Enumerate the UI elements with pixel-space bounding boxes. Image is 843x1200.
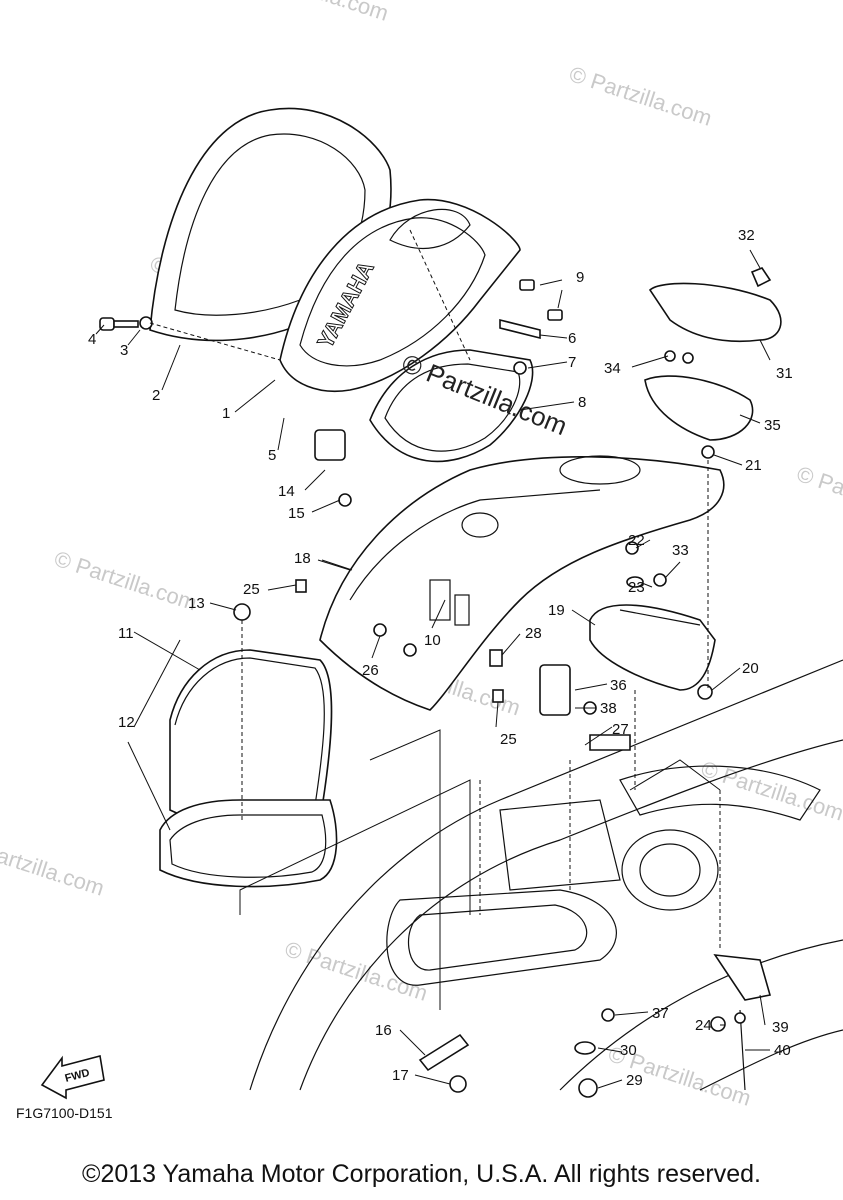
seal [369,349,534,463]
callout-25a: 25 [243,581,260,598]
callout-13: 13 [188,595,205,612]
callout-40: 40 [774,1042,791,1059]
watermark-6: © Partzilla.com [51,546,200,616]
callout-5: 5 [268,447,276,464]
leader-lines [95,249,771,1089]
callout-10: 10 [424,632,441,649]
hull-body [249,659,843,1091]
deck-cover: YAMAHA [279,198,521,392]
callout-30: 30 [620,1042,637,1059]
fastener-13-icon [233,603,251,621]
callout-31: 31 [776,365,793,382]
rear-cover [644,282,782,441]
callout-15: 15 [288,505,305,522]
callout-18: 18 [294,550,311,567]
watermark-5: © Partzilla.com [794,461,843,531]
callout-34: 34 [604,360,621,377]
callout-16: 16 [375,1022,392,1039]
callout-11: 11 [118,625,134,642]
glove-box [159,649,338,888]
clip-9b-icon [547,309,563,321]
callout-27: 27 [612,721,629,738]
fwd-arrow-icon [40,1055,105,1100]
callout-25b: 25 [500,731,517,748]
callouts: 1 2 3 4 5 6 7 8 9 10 11 12 13 14 15 16 1… [88,227,793,1089]
callout-19: 19 [548,602,565,619]
callout-14: 14 [278,483,295,500]
callout-3: 3 [120,342,128,359]
washer-3-icon [139,316,153,330]
callout-8: 8 [578,394,586,411]
callout-9: 9 [576,269,584,286]
callout-6: 6 [568,330,576,347]
watermark-9: © Partzilla.com [0,831,107,901]
hardware [99,267,772,1098]
callout-36: 36 [610,677,627,694]
callout-21: 21 [745,457,762,474]
clip-9a-icon [519,279,535,291]
callout-28: 28 [525,625,542,642]
callout-24: 24 [695,1017,712,1034]
callout-23: 23 [628,579,645,596]
callout-4: 4 [88,331,96,348]
callout-12: 12 [118,714,135,731]
diagram-code: F1G7100-D151 [16,1105,113,1121]
storage-lid [589,604,716,691]
bolt-4-icon [99,317,115,331]
callout-1: 1 [222,405,230,422]
callout-37: 37 [652,1005,669,1022]
callout-2: 2 [152,387,160,404]
callout-7: 7 [568,354,576,371]
callout-35: 35 [764,417,781,434]
callout-39: 39 [772,1019,789,1036]
callout-38: 38 [600,700,617,717]
callout-20: 20 [742,660,759,677]
copyright-notice: ©2013 Yamaha Motor Corporation, U.S.A. A… [82,1160,761,1188]
callout-26: 26 [362,662,379,679]
assembly-lines [149,229,721,1010]
fwd-arrow: FWD [40,1055,105,1100]
watermark-1: © Partzilla.com [243,0,392,26]
callout-17: 17 [392,1067,409,1084]
storage-compartment [319,455,725,711]
callout-33: 33 [672,542,689,559]
bracket-14-icon [314,429,346,461]
bracket-39-icon [713,954,772,1001]
callout-22: 22 [628,532,645,549]
plate-16-icon [418,1033,470,1072]
callout-29: 29 [626,1072,643,1089]
latch-36-icon [539,664,571,716]
callout-32: 32 [738,227,755,244]
plate-6-icon [499,318,541,340]
watermark-2: © Partzilla.com [566,61,715,131]
